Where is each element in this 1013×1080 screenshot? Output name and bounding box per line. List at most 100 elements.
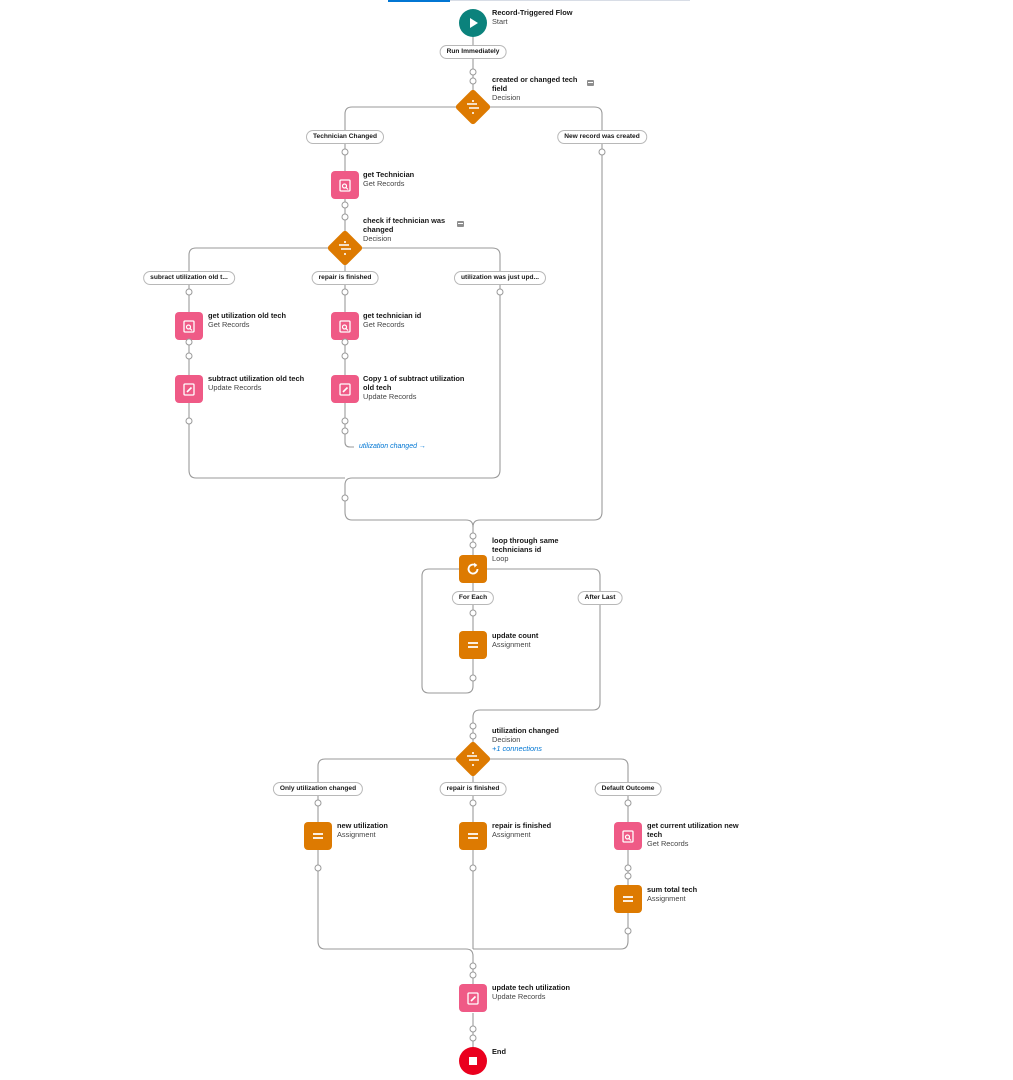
connector-point[interactable] bbox=[185, 338, 193, 346]
connector-point[interactable] bbox=[624, 799, 632, 807]
connector-point[interactable] bbox=[469, 68, 477, 76]
get-current-util-type: Get Records bbox=[647, 839, 689, 848]
description-icon[interactable] bbox=[587, 80, 594, 86]
copy-subtract-title: Copy 1 of subtract utilization old tech bbox=[363, 374, 465, 392]
decision-util-connections-link[interactable]: +1 connections bbox=[492, 744, 542, 753]
get-technician-title: get Technician bbox=[363, 170, 415, 179]
end-title: End bbox=[492, 1047, 506, 1056]
connector-point[interactable] bbox=[341, 494, 349, 502]
update-records-icon bbox=[183, 383, 195, 396]
connector-point[interactable] bbox=[341, 427, 349, 435]
connector-check-branches bbox=[188, 247, 501, 486]
get-technician-node[interactable] bbox=[331, 171, 359, 199]
decision-util-title: utilization changed bbox=[492, 726, 559, 735]
description-icon[interactable] bbox=[457, 221, 464, 227]
get-current-util-title: get current utilization new tech bbox=[647, 821, 739, 839]
connector-point[interactable] bbox=[469, 674, 477, 682]
update-tech-util-node[interactable] bbox=[459, 984, 487, 1012]
connector-point[interactable] bbox=[341, 352, 349, 360]
connector-point[interactable] bbox=[469, 722, 477, 730]
connector-point[interactable] bbox=[469, 1034, 477, 1042]
run-immediately-pill[interactable]: Run Immediately bbox=[439, 45, 507, 59]
connector-point[interactable] bbox=[598, 148, 606, 156]
connector-util-branches bbox=[317, 758, 629, 822]
connector-point[interactable] bbox=[185, 352, 193, 360]
connector-point[interactable] bbox=[496, 288, 504, 296]
start-label: Record-Triggered Flow Start bbox=[492, 8, 573, 26]
connector-left-column bbox=[188, 337, 345, 479]
get-current-util-node[interactable] bbox=[614, 822, 642, 850]
loop-for-each-pill[interactable]: For Each bbox=[451, 591, 495, 605]
assignment-icon bbox=[623, 896, 633, 902]
connector-merge-loop bbox=[344, 485, 474, 555]
end-label: End bbox=[492, 1047, 506, 1056]
subtract-util-type: Update Records bbox=[208, 383, 262, 392]
outcome-only-utilization-changed[interactable]: Only utilization changed bbox=[272, 782, 364, 796]
get-records-icon bbox=[339, 320, 351, 333]
update-records-icon bbox=[467, 992, 479, 1005]
subtract-util-node[interactable] bbox=[175, 375, 203, 403]
connector-point[interactable] bbox=[341, 213, 349, 221]
outcome-repair-is-finished[interactable]: repair is finished bbox=[439, 782, 507, 796]
end-node[interactable] bbox=[459, 1047, 487, 1075]
decision-main-node[interactable] bbox=[454, 88, 492, 126]
assignment-icon bbox=[468, 642, 478, 648]
loop-title: loop through same technicians id bbox=[492, 536, 559, 554]
get-current-util-label: get current utilization new tech Get Rec… bbox=[647, 821, 747, 848]
get-util-old-title: get utilization old tech bbox=[208, 311, 287, 320]
connector-point[interactable] bbox=[624, 927, 632, 935]
connector-point[interactable] bbox=[341, 148, 349, 156]
connector-point[interactable] bbox=[185, 417, 193, 425]
connector-point[interactable] bbox=[469, 532, 477, 540]
copy-subtract-node[interactable] bbox=[331, 375, 359, 403]
start-node[interactable] bbox=[459, 9, 487, 37]
assignment-icon bbox=[313, 833, 323, 839]
decision-check-title: check if technician was changed bbox=[363, 216, 446, 234]
sum-total-node[interactable] bbox=[614, 885, 642, 913]
connector-point[interactable] bbox=[341, 338, 349, 346]
connector-point[interactable] bbox=[469, 864, 477, 872]
sum-total-title: sum total tech bbox=[647, 885, 698, 894]
stop-icon bbox=[469, 1057, 477, 1065]
outcome-new-record[interactable]: New record was created bbox=[557, 130, 647, 144]
connector-point[interactable] bbox=[185, 288, 193, 296]
connector-point[interactable] bbox=[469, 962, 477, 970]
connector-point[interactable] bbox=[469, 732, 477, 740]
decision-main-title: created or changed tech field bbox=[492, 75, 578, 93]
connector-point[interactable] bbox=[469, 1025, 477, 1033]
outcome-default[interactable]: Default Outcome bbox=[594, 782, 662, 796]
connector-point[interactable] bbox=[469, 77, 477, 85]
get-technician-type: Get Records bbox=[363, 179, 405, 188]
connector-point[interactable] bbox=[341, 288, 349, 296]
new-util-label: new utilization Assignment bbox=[337, 821, 388, 839]
connector-point[interactable] bbox=[624, 872, 632, 880]
subtract-util-label: subtract utilization old tech Update Rec… bbox=[208, 374, 304, 392]
outcome-repair-finished[interactable]: repair is finished bbox=[311, 271, 379, 285]
connector-point[interactable] bbox=[469, 609, 477, 617]
decision-util-node[interactable] bbox=[454, 740, 492, 778]
subtract-util-title: subtract utilization old tech bbox=[208, 374, 305, 383]
connector-point[interactable] bbox=[314, 799, 322, 807]
connector-point[interactable] bbox=[341, 417, 349, 425]
decision-check-node[interactable] bbox=[326, 229, 364, 267]
goto-utilization-changed-link[interactable]: utilization changed → bbox=[359, 443, 426, 450]
repair-finished-type: Assignment bbox=[492, 830, 531, 839]
connector-point[interactable] bbox=[314, 864, 322, 872]
connector-point[interactable] bbox=[469, 541, 477, 549]
sum-total-label: sum total tech Assignment bbox=[647, 885, 697, 903]
connector-point[interactable] bbox=[469, 971, 477, 979]
outcome-technician-changed[interactable]: Technician Changed bbox=[306, 130, 384, 144]
repair-finished-node[interactable] bbox=[459, 822, 487, 850]
new-util-node[interactable] bbox=[304, 822, 332, 850]
loop-node[interactable] bbox=[459, 555, 487, 583]
update-count-node[interactable] bbox=[459, 631, 487, 659]
connector-point[interactable] bbox=[341, 201, 349, 209]
connector-point[interactable] bbox=[469, 799, 477, 807]
get-util-old-node[interactable] bbox=[175, 312, 203, 340]
connector-point[interactable] bbox=[624, 864, 632, 872]
outcome-utilization-just-updated[interactable]: utilization was just upd... bbox=[453, 271, 547, 285]
new-util-title: new utilization bbox=[337, 821, 388, 830]
loop-after-last-pill[interactable]: After Last bbox=[577, 591, 623, 605]
outcome-subract-utilization[interactable]: subract utilization old t... bbox=[143, 271, 235, 285]
get-tech-id-node[interactable] bbox=[331, 312, 359, 340]
